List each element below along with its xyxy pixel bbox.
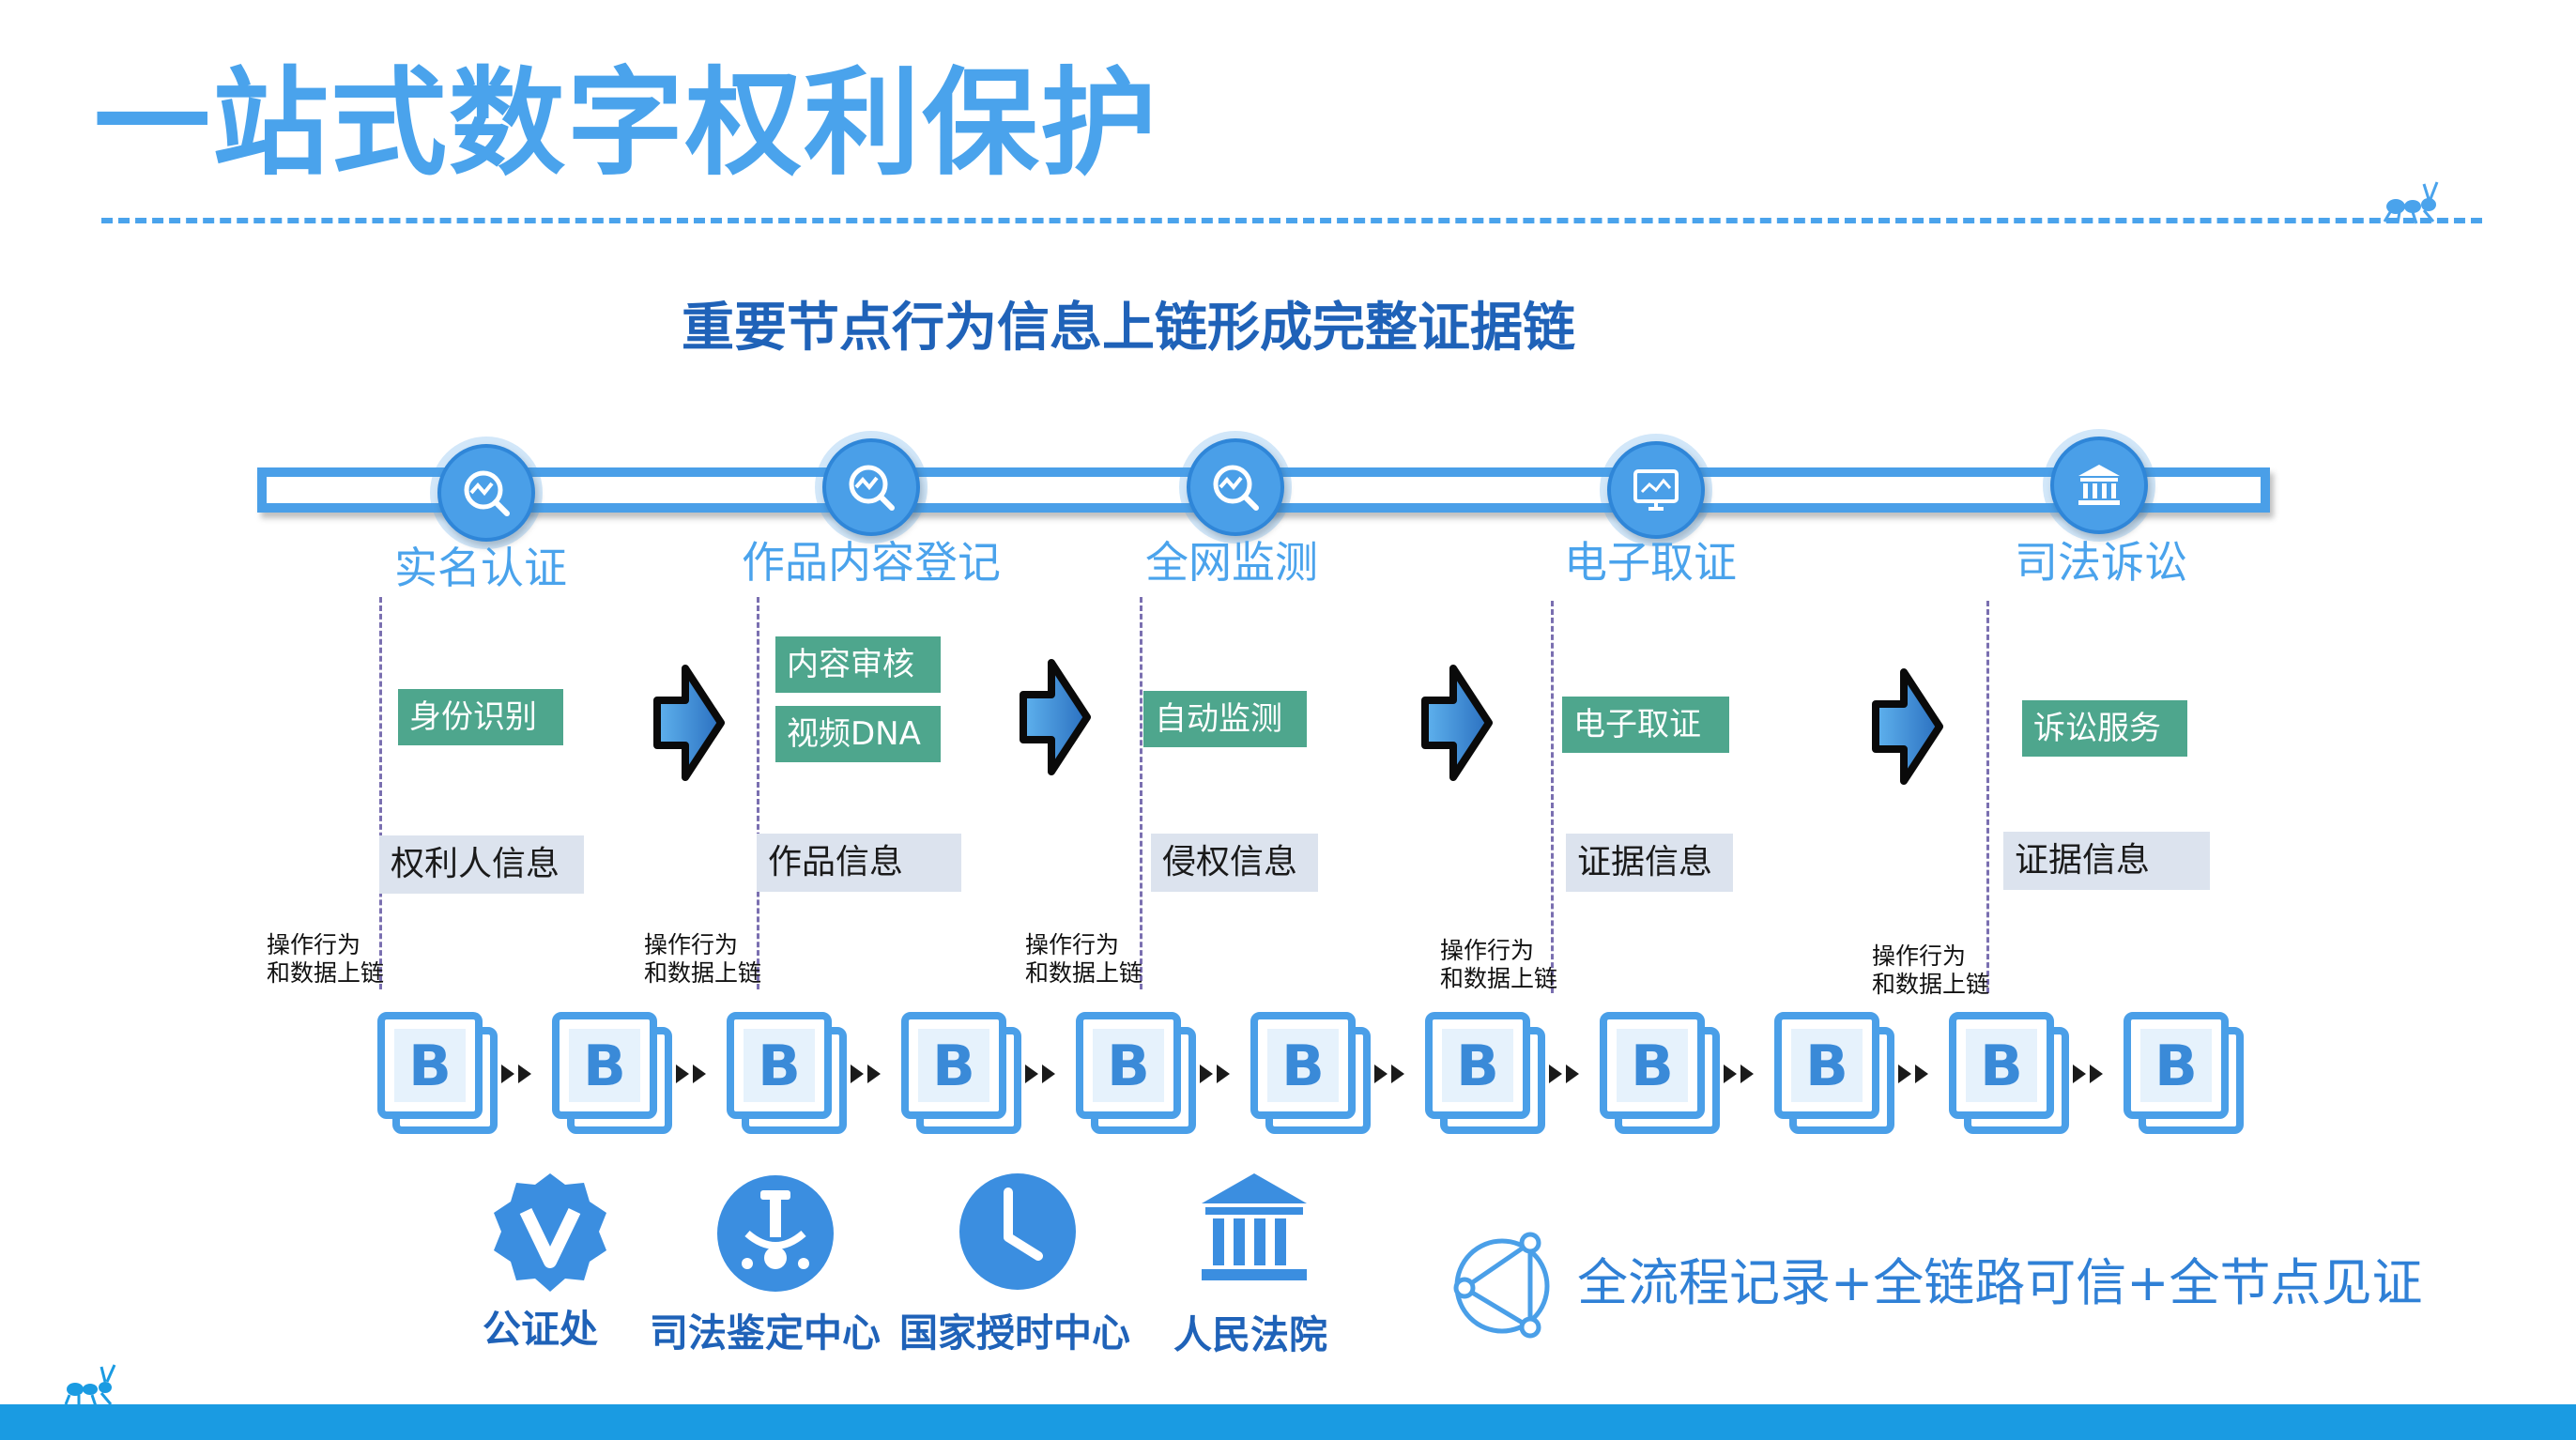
- stage-label-litigation: 司法诉讼: [2015, 537, 2187, 588]
- stage-node-litigation: [2050, 437, 2148, 534]
- title-divider: [101, 218, 2482, 223]
- blockchain-row: B: [376, 1008, 2253, 1140]
- op-note: 操作行为和数据上链: [1440, 937, 1558, 992]
- stage-divider-line: [1986, 601, 1989, 993]
- courthouse-icon: [2078, 465, 2120, 505]
- info-infringement: 侵权信息: [1151, 834, 1318, 892]
- stage-label-realname: 实名认证: [394, 543, 567, 593]
- tag-content-review: 内容审核: [775, 636, 941, 693]
- courthouse-icon: [1202, 1173, 1307, 1280]
- institution-label-notary: 公证处: [483, 1307, 598, 1352]
- monitor-icon: [1633, 469, 1679, 511]
- microscope-icon: [717, 1175, 834, 1292]
- stage-divider-line: [379, 597, 382, 989]
- magnifier-chart-icon: [1213, 465, 1259, 511]
- institution-label-forensics: 司法鉴定中心: [650, 1310, 881, 1356]
- tag-video-dna: 视频DNA: [775, 706, 941, 762]
- ant-logo-icon: [64, 1364, 116, 1406]
- stage-label-monitoring: 全网监测: [1145, 537, 1318, 588]
- info-evidence: 证据信息: [1566, 834, 1733, 892]
- slogan-text: 全流程记录+全链路可信+全节点见证: [1577, 1253, 2423, 1312]
- stage-divider-line: [757, 597, 759, 989]
- stage-node-monitoring: [1187, 438, 1284, 536]
- blockchain-blocks: B: [376, 1008, 2253, 1140]
- tag-auto-monitor: 自动监测: [1143, 691, 1307, 747]
- section-subtitle: 重要节点行为信息上链形成完整证据链: [682, 298, 1575, 359]
- info-rightholder: 权利人信息: [379, 835, 584, 894]
- flow-arrow-icon: [1020, 659, 1091, 775]
- flow-arrow-icon: [653, 665, 725, 781]
- page-title: 一站式数字权利保护: [94, 56, 1159, 191]
- op-note: 操作行为和数据上链: [644, 931, 762, 987]
- magnifier-chart-icon: [464, 470, 510, 516]
- op-note: 操作行为和数据上链: [1872, 942, 1990, 998]
- info-evidence-litigation: 证据信息: [2003, 832, 2210, 890]
- stage-divider-line: [1551, 601, 1554, 993]
- flow-arrow-icon: [1421, 665, 1493, 781]
- footer-bar: [0, 1404, 2576, 1440]
- clock-icon: [959, 1173, 1076, 1290]
- stage-label-evidence: 电子取证: [1564, 537, 1737, 588]
- op-note: 操作行为和数据上链: [267, 931, 385, 987]
- ant-logo-icon: [2383, 181, 2439, 224]
- stage-node-registration: [822, 438, 920, 536]
- info-work: 作品信息: [757, 834, 961, 892]
- stage-node-evidence: [1607, 441, 1705, 539]
- tag-litigation-service: 诉讼服务: [2022, 700, 2187, 757]
- op-note: 操作行为和数据上链: [1025, 931, 1143, 987]
- institution-label-timing: 国家授时中心: [899, 1310, 1130, 1356]
- stage-node-realname: [437, 444, 535, 542]
- institution-label-court: 人民法院: [1173, 1312, 1327, 1357]
- stage-label-registration: 作品内容登记: [742, 537, 1001, 588]
- flow-arrow-icon: [1872, 668, 1943, 785]
- tag-identity: 身份识别: [398, 689, 563, 745]
- network-triangle-icon: [1453, 1232, 1550, 1339]
- magnifier-chart-icon: [849, 465, 895, 511]
- tag-evidence: 电子取证: [1562, 697, 1729, 753]
- stage-divider-line: [1140, 597, 1142, 989]
- v-badge-icon: [494, 1173, 606, 1292]
